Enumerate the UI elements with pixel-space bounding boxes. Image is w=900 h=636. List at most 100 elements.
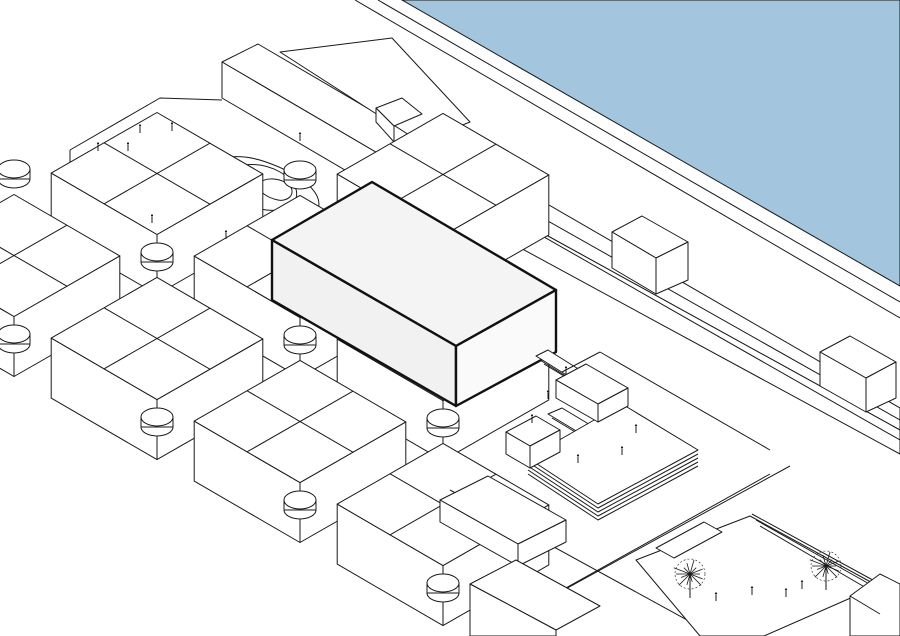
person-head	[96, 142, 100, 145]
tree-branch	[686, 562, 691, 575]
block-roof	[0, 194, 121, 317]
tree-branch	[680, 573, 691, 578]
riverside-pavilion	[611, 215, 689, 295]
rotunda-node	[283, 490, 317, 520]
low-block	[439, 475, 567, 567]
rotunda-top	[0, 324, 31, 344]
rotunda-top	[426, 573, 460, 593]
person-head	[634, 424, 638, 427]
roof-ridge	[103, 307, 211, 370]
low-block	[469, 559, 601, 636]
tree-square	[635, 513, 900, 636]
person-figure	[530, 414, 534, 423]
person-figure	[714, 592, 718, 601]
tree-branch	[809, 559, 827, 567]
person-figure	[620, 446, 624, 455]
tree-branch	[673, 567, 691, 575]
roof-ridge	[246, 390, 354, 453]
tree-branch	[689, 573, 703, 580]
tree-branch	[819, 559, 827, 567]
person-figure	[546, 390, 550, 399]
person-head	[750, 586, 754, 589]
person-figure	[564, 366, 568, 375]
rotunda-top	[283, 160, 317, 180]
person-head	[298, 132, 302, 135]
person-head	[784, 588, 788, 591]
person-figure	[298, 132, 302, 141]
tree	[673, 558, 706, 598]
terrace-pavilion	[505, 415, 561, 469]
tree	[809, 550, 842, 590]
trees	[673, 550, 842, 598]
person-head	[576, 454, 580, 457]
tree-branch	[816, 565, 827, 570]
tree-branch	[689, 567, 697, 575]
person-head	[564, 366, 568, 369]
person-figure	[634, 424, 638, 433]
grid-block	[0, 194, 121, 377]
rotunda-node	[0, 324, 31, 354]
stepped-terrace	[527, 351, 771, 521]
person-head	[714, 592, 718, 595]
rotunda-node	[283, 325, 317, 355]
rotunda-node	[140, 242, 174, 272]
person-head	[170, 122, 174, 125]
tree-branch	[825, 560, 839, 567]
person-figure	[800, 580, 804, 589]
person-head	[800, 580, 804, 583]
person-head	[138, 124, 142, 127]
person-head	[150, 214, 154, 217]
tree-branch	[689, 559, 695, 575]
tree-branch	[822, 565, 827, 578]
tree-canopy	[810, 550, 842, 582]
rotunda-top	[283, 490, 317, 510]
tree-branch	[678, 573, 691, 586]
tree-branch	[814, 565, 827, 578]
person-figure	[126, 142, 130, 151]
tree-branch	[822, 554, 827, 567]
tree-branch	[683, 567, 691, 575]
roof-ridge	[0, 246, 68, 287]
person-figure	[138, 124, 142, 133]
person-head	[224, 230, 228, 233]
rotunda-node	[426, 573, 460, 603]
rotunda-node	[0, 159, 31, 189]
water-body	[400, 0, 900, 287]
tree-canopy	[674, 558, 706, 590]
person-figure	[170, 122, 174, 131]
riverside-pavilion	[819, 335, 897, 413]
person-head	[620, 446, 624, 449]
tree-branch	[689, 568, 703, 575]
rotunda-top	[0, 159, 31, 179]
rotunda-node	[426, 408, 460, 438]
grid-block	[50, 276, 264, 461]
grid-block	[50, 112, 264, 295]
tree-branch	[825, 565, 839, 572]
plaza-outline	[69, 97, 223, 162]
rotunda-top	[140, 242, 174, 262]
people-figures	[96, 122, 804, 601]
rotunda-top	[426, 408, 460, 428]
roof-ridge	[103, 142, 211, 205]
person-head	[530, 414, 534, 417]
rotunda-top	[283, 325, 317, 345]
tree-branch	[825, 559, 833, 567]
rotunda-node	[140, 407, 174, 437]
person-figure	[224, 230, 228, 239]
tree-branch	[689, 573, 702, 586]
grid-block	[193, 359, 407, 543]
person-figure	[784, 588, 788, 597]
quay-edge	[354, 0, 900, 319]
tree-branch	[825, 551, 831, 567]
person-figure	[96, 142, 100, 151]
person-head	[126, 142, 130, 145]
person-figure	[576, 454, 580, 463]
rotunda-node	[283, 160, 317, 190]
tree-branch	[825, 565, 838, 578]
person-figure	[150, 214, 154, 223]
rotunda-top	[140, 407, 174, 427]
highlighted-volume	[270, 180, 558, 408]
tree-branch	[686, 573, 691, 586]
